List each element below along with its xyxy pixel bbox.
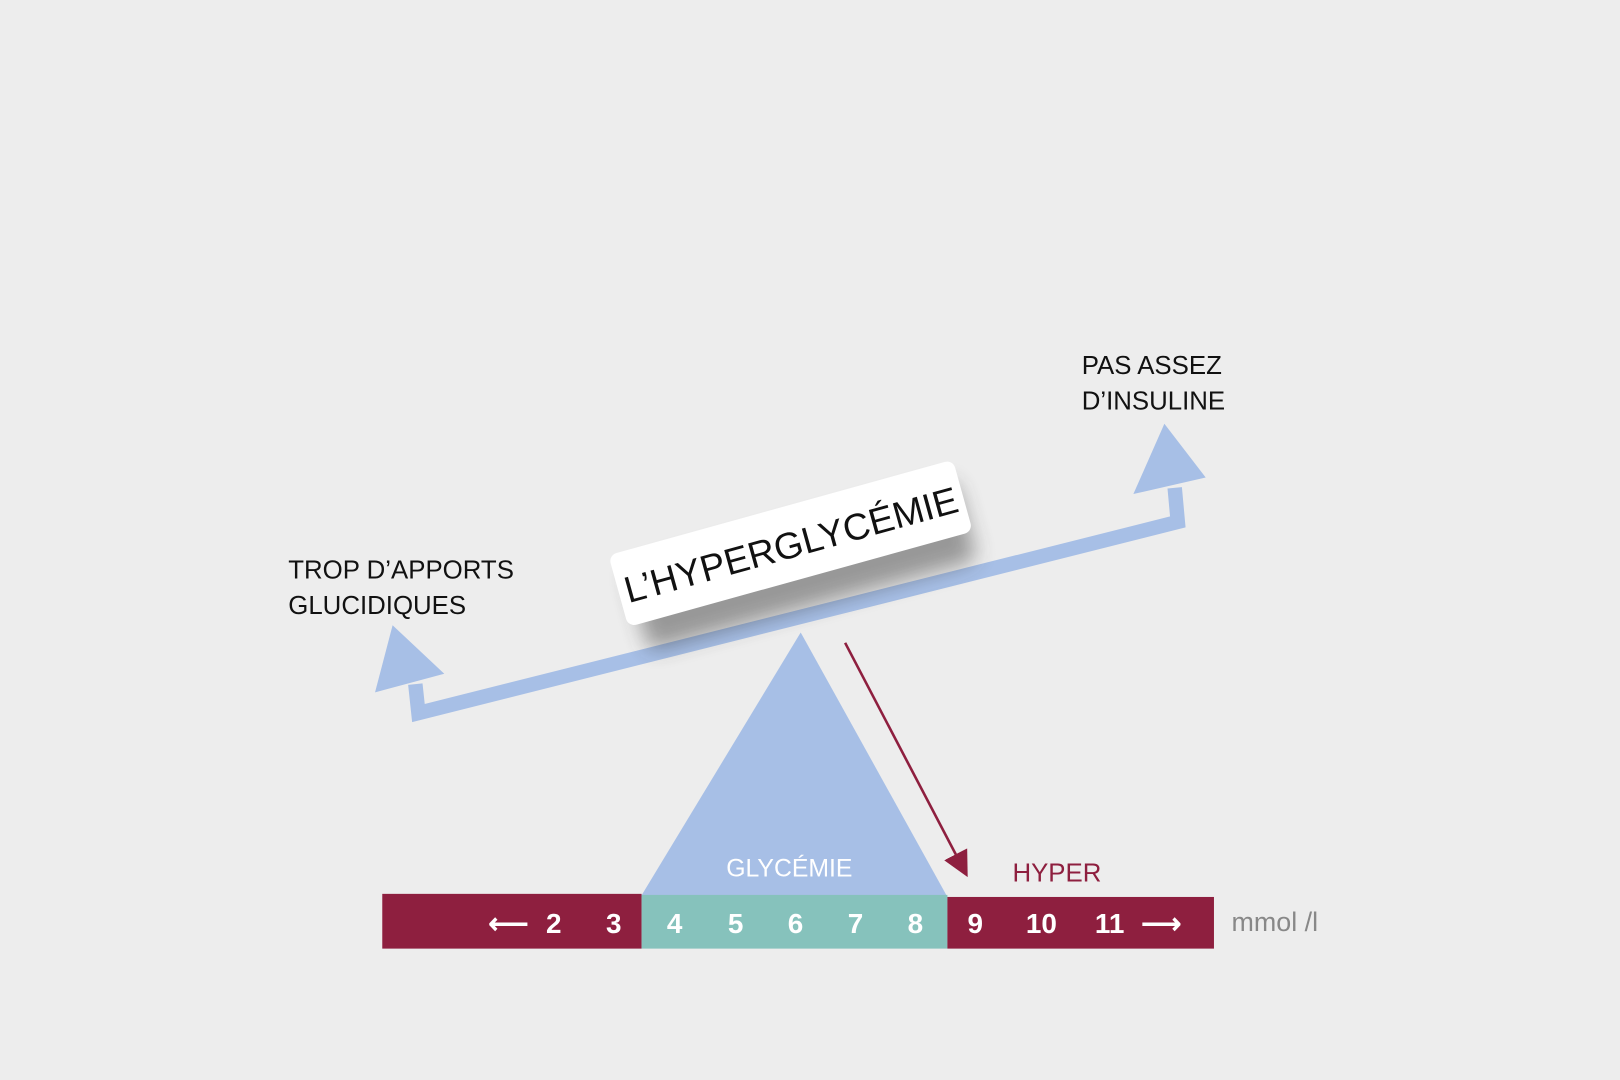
seesaw-beam: [375, 423, 1206, 723]
unit-label: mmol /l: [1232, 907, 1319, 937]
normal-zone: [641, 894, 948, 949]
scale-value: 4: [667, 908, 683, 939]
title-card: [610, 461, 971, 626]
scale-value: 6: [788, 908, 804, 939]
left-arrow-head-icon: [375, 625, 445, 693]
scale-value: 9: [968, 908, 984, 939]
pointer-arrow: [843, 642, 968, 878]
scale-value: 3: [606, 908, 622, 939]
left-arrow-icon: ⟵: [488, 908, 528, 939]
glycemia-scale: ⟵ 2 3 4 5 6 7 8 9 10 11 ⟶ mmol /l: [382, 893, 1319, 949]
fulcrum-label: GLYCÉMIE: [726, 855, 852, 882]
right-arrow-head-icon: [1133, 423, 1206, 495]
scale-value: 8: [908, 908, 924, 939]
scale-value: 5: [728, 908, 744, 939]
low-zone: [382, 893, 642, 949]
left-cause-label: TROP D’APPORTS GLUCIDIQUES: [288, 557, 521, 620]
fulcrum-triangle: [640, 632, 948, 897]
scale-value: 2: [546, 908, 562, 939]
high-zone: [947, 896, 1214, 949]
hyper-label: HYPER: [1012, 859, 1101, 887]
right-cause-label: PAS ASSEZ D’INSULINE: [1082, 352, 1229, 415]
right-arrow-icon: ⟶: [1141, 908, 1181, 939]
scale-value: 10: [1026, 908, 1057, 939]
scale-value: 11: [1095, 908, 1124, 939]
scale-value: 7: [848, 908, 864, 939]
